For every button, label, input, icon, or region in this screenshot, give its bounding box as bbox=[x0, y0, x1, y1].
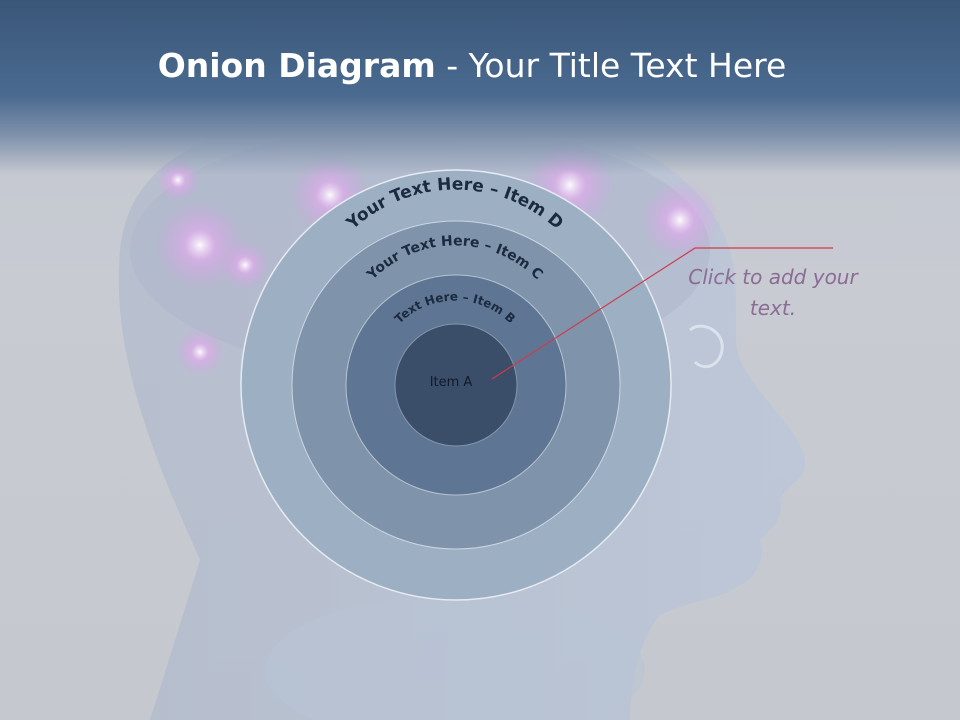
callout-placeholder-text[interactable]: Click to add your text. bbox=[688, 265, 858, 320]
layer-a-core[interactable] bbox=[394, 323, 518, 447]
brain-glow bbox=[640, 180, 720, 260]
callout-line bbox=[491, 247, 833, 380]
ear-shape bbox=[688, 324, 724, 369]
brain-glow bbox=[220, 240, 270, 290]
title-bar bbox=[0, 0, 960, 175]
slide-title-rest: - Your Title Text Here bbox=[435, 46, 787, 85]
brain-glow bbox=[175, 327, 225, 377]
layer-a-label: Item A bbox=[430, 375, 473, 390]
slide-title[interactable]: Onion Diagram - Your Title Text Here bbox=[0, 46, 944, 85]
reflection-shape bbox=[265, 595, 645, 720]
slide-title-bold: Onion Diagram bbox=[157, 46, 436, 85]
